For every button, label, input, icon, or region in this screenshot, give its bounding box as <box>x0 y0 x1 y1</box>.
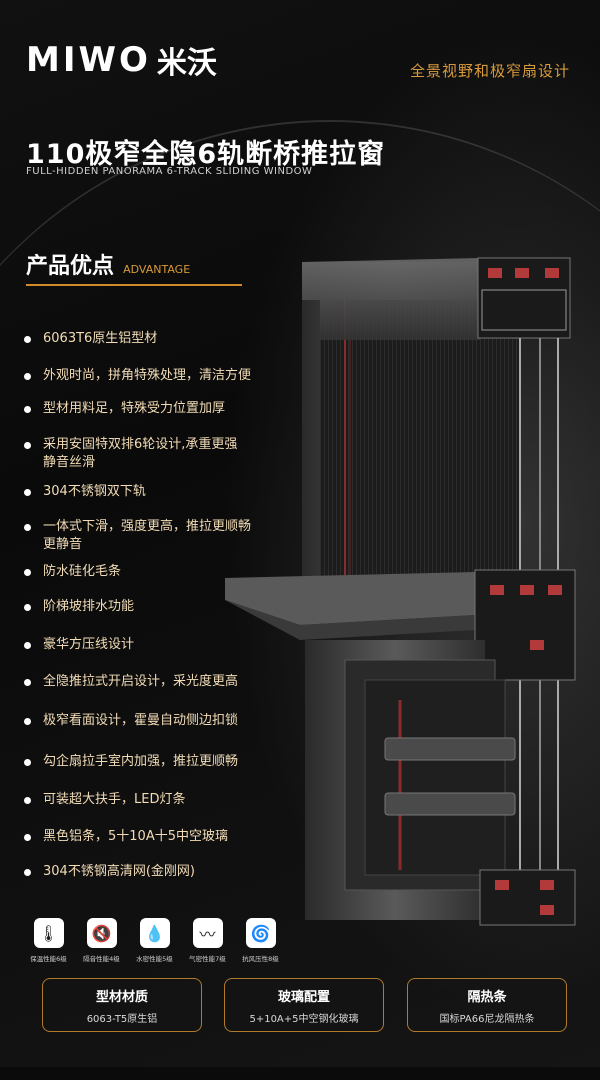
water-drops-icon: 💧 <box>139 918 170 948</box>
performance-label: 水密性能5级 <box>136 955 173 963</box>
product-subtitle: FULL-HIDDEN PANORAMA 6-TRACK SLIDING WIN… <box>26 166 313 177</box>
spec-card-title: 玻璃配置 <box>277 989 330 1005</box>
list-item: 一体式下滑，强度更高，推拉更顺畅 更静音 <box>24 518 251 554</box>
advantage-heading: 产品优点 ADVANTAGE <box>26 248 242 286</box>
performance-item: 🔇 隔音性能4级 <box>75 918 128 963</box>
product-title: 110极窄全隐6轨断桥推拉窗 <box>26 139 386 170</box>
bullet-icon <box>24 834 31 841</box>
spec-card-profile: 型材材质 6063-T5原生铝 <box>42 978 202 1032</box>
slogan: 全景视野和极窄扇设计 <box>409 62 570 80</box>
list-item: 勾企扇拉手室内加强，推拉更顺畅 <box>24 753 238 771</box>
bullet-icon <box>24 759 31 766</box>
performance-label: 气密性能7级 <box>189 955 226 963</box>
bullet-icon <box>24 718 31 725</box>
list-item: 304不锈钢双下轨 <box>24 483 146 501</box>
spec-card-value: 国标PA66尼龙隔热条 <box>439 1013 535 1025</box>
list-item: 全隐推拉式开启设计，采光度更高 <box>24 673 238 691</box>
spec-card-title: 型材材质 <box>95 989 148 1005</box>
list-item: 可装超大扶手，LED灯条 <box>24 791 185 809</box>
list-item: 外观时尚，拼角特殊处理，清洁方便 <box>24 367 251 385</box>
performance-item: 🌡 保温性能6级 <box>22 918 75 963</box>
list-item: 采用安固特双排6轮设计,承重更强 静音丝滑 <box>24 436 237 472</box>
performance-icons: 🌡 保温性能6级 🔇 隔音性能4级 💧 水密性能5级 〰 气密性能7级 🌀 抗风… <box>22 918 287 963</box>
bullet-icon <box>24 642 31 649</box>
spec-card-value: 6063-T5原生铝 <box>86 1013 158 1025</box>
performance-item: 🌀 抗风压性8级 <box>234 918 287 963</box>
logo-chinese: 米沃 <box>156 46 217 81</box>
logo-latin: MIWO <box>26 40 151 80</box>
performance-label: 抗风压性8级 <box>242 955 279 963</box>
spec-card-title: 隔热条 <box>467 989 507 1005</box>
bullet-icon <box>24 569 31 576</box>
performance-label: 保温性能6级 <box>30 955 67 963</box>
list-item: 阶梯坡排水功能 <box>24 598 134 616</box>
advantage-heading-en: ADVANTAGE <box>123 263 191 276</box>
spec-card-value: 5+10A+5中空钢化玻璃 <box>249 1013 359 1025</box>
list-item: 型材用料足，特殊受力位置加厚 <box>24 400 225 418</box>
list-item: 6063T6原生铝型材 <box>24 330 157 348</box>
bullet-icon <box>24 336 31 343</box>
spec-card-glass: 玻璃配置 5+10A+5中空钢化玻璃 <box>224 978 384 1032</box>
bullet-icon <box>24 524 31 531</box>
bullet-icon <box>24 489 31 496</box>
bullet-icon <box>24 679 31 686</box>
bullet-icon <box>24 869 31 876</box>
bullet-icon <box>24 442 31 449</box>
spec-cards: 型材材质 6063-T5原生铝 玻璃配置 5+10A+5中空钢化玻璃 隔热条 国… <box>42 978 574 1032</box>
list-item: 极窄看面设计，霍曼自动侧边扣锁 <box>24 712 238 730</box>
list-item: 黑色铝条，5十10A十5中空玻璃 <box>24 828 228 846</box>
performance-label: 隔音性能4级 <box>83 955 120 963</box>
wind-icon: 〰 <box>192 918 223 948</box>
list-item: 304不锈钢高清网(金刚网) <box>24 863 195 881</box>
brand-logo: MIWO 米沃 <box>26 40 217 81</box>
thermometer-icon: 🌡 <box>33 918 64 948</box>
bullet-icon <box>24 797 31 804</box>
bullet-icon <box>24 373 31 380</box>
spec-card-thermal-strip: 隔热条 国标PA66尼龙隔热条 <box>407 978 567 1032</box>
performance-item: 💧 水密性能5级 <box>128 918 181 963</box>
list-item: 豪华方压线设计 <box>24 636 134 654</box>
advantage-heading-cn: 产品优点 <box>26 254 115 279</box>
performance-item: 〰 气密性能7级 <box>181 918 234 963</box>
list-item: 防水硅化毛条 <box>24 563 121 581</box>
mute-icon: 🔇 <box>86 918 117 948</box>
tornado-icon: 🌀 <box>245 918 276 948</box>
bullet-icon <box>24 604 31 611</box>
bullet-icon <box>24 406 31 413</box>
